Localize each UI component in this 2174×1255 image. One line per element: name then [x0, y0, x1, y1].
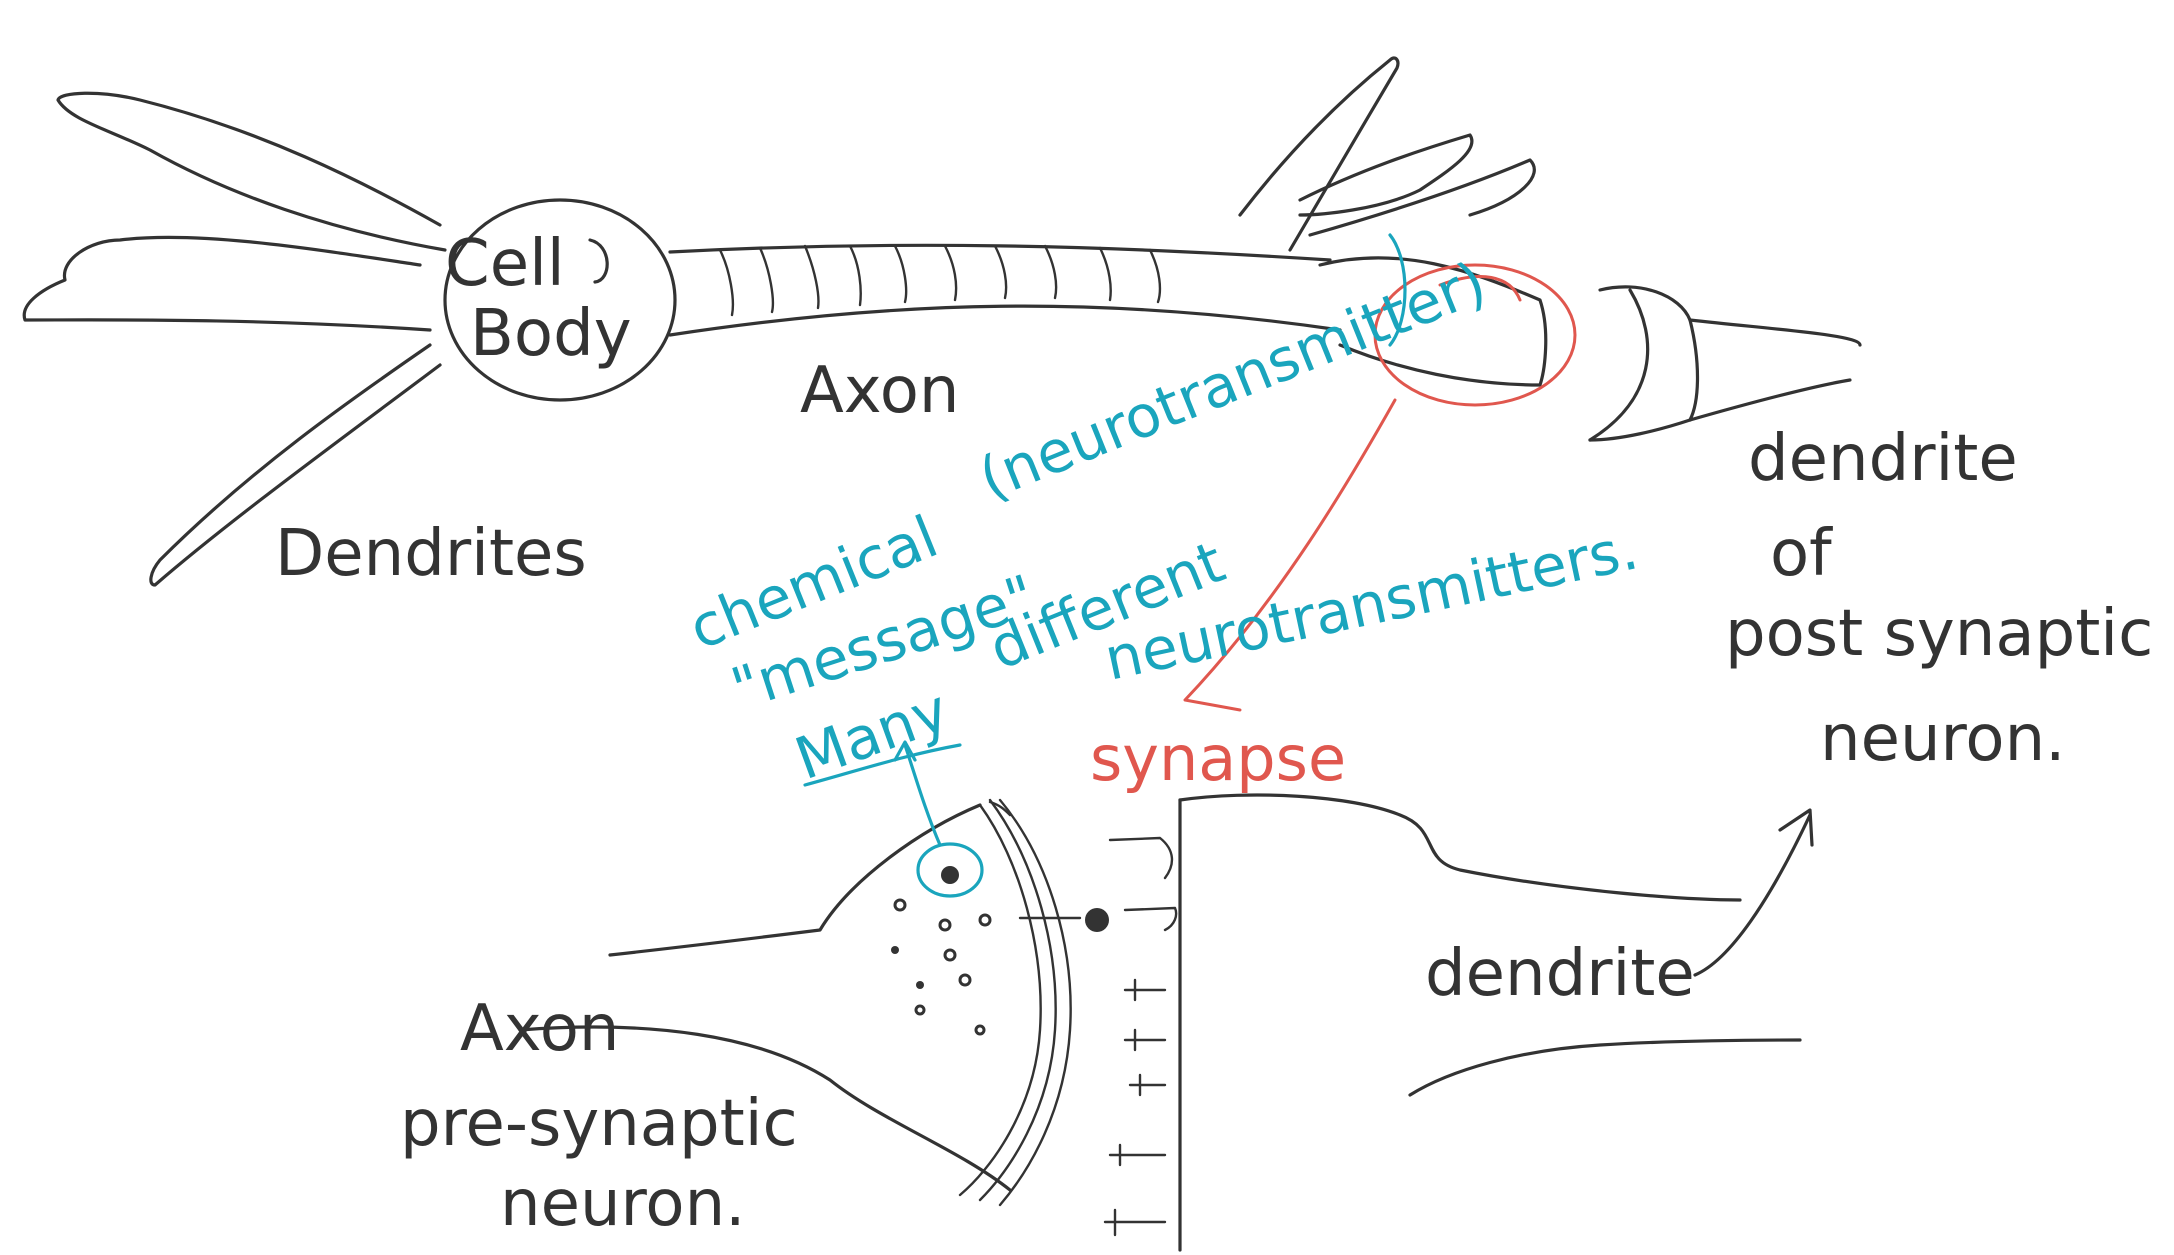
vesicle [980, 915, 990, 925]
vesicle [976, 1026, 984, 1034]
dendrite-pointer-arrow [1695, 810, 1812, 975]
dendrite-bottom-label: dendrite [1425, 937, 1695, 1011]
vesicle [941, 866, 959, 884]
dendrites-drawing [24, 93, 445, 585]
axon-bottom-label: Axon [460, 992, 619, 1066]
neurotransmitter-annotations: chemical "message" (neurotransmitter) Ma… [680, 235, 1644, 793]
vesicle [916, 981, 924, 989]
postsynaptic-dendrite [1180, 795, 1800, 1250]
vesicle [916, 1006, 924, 1014]
cell-body-label-line1: Cell [445, 227, 565, 301]
pre-synaptic-label-line2: neuron. [500, 1167, 745, 1241]
neurotransmitter-label: (neurotransmitter) [970, 248, 1495, 513]
dendrites-label: Dendrites [275, 517, 587, 591]
post-synaptic-dendrite-top [1590, 287, 1860, 440]
receptors [1105, 838, 1176, 1235]
released-neurotransmitter [1085, 908, 1109, 932]
dendrite-post-label-line4: neuron. [1820, 702, 2065, 776]
top-axon [670, 245, 1340, 335]
vesicle [891, 946, 899, 954]
vesicle [945, 950, 955, 960]
synapse-label: synapse [1090, 722, 1346, 795]
cell-body-label-line2: Body [470, 297, 632, 371]
vesicle [940, 920, 950, 930]
dendrite-post-label-line3: post synaptic [1725, 597, 2153, 671]
vesicle [895, 900, 905, 910]
vesicle [960, 975, 970, 985]
pre-synaptic-label-line1: pre-synaptic [400, 1087, 798, 1161]
dendrite-post-label-line1: dendrite [1748, 422, 2018, 496]
dendrite-post-label-line2: of [1770, 517, 1833, 591]
axon-top-label: Axon [800, 354, 959, 428]
